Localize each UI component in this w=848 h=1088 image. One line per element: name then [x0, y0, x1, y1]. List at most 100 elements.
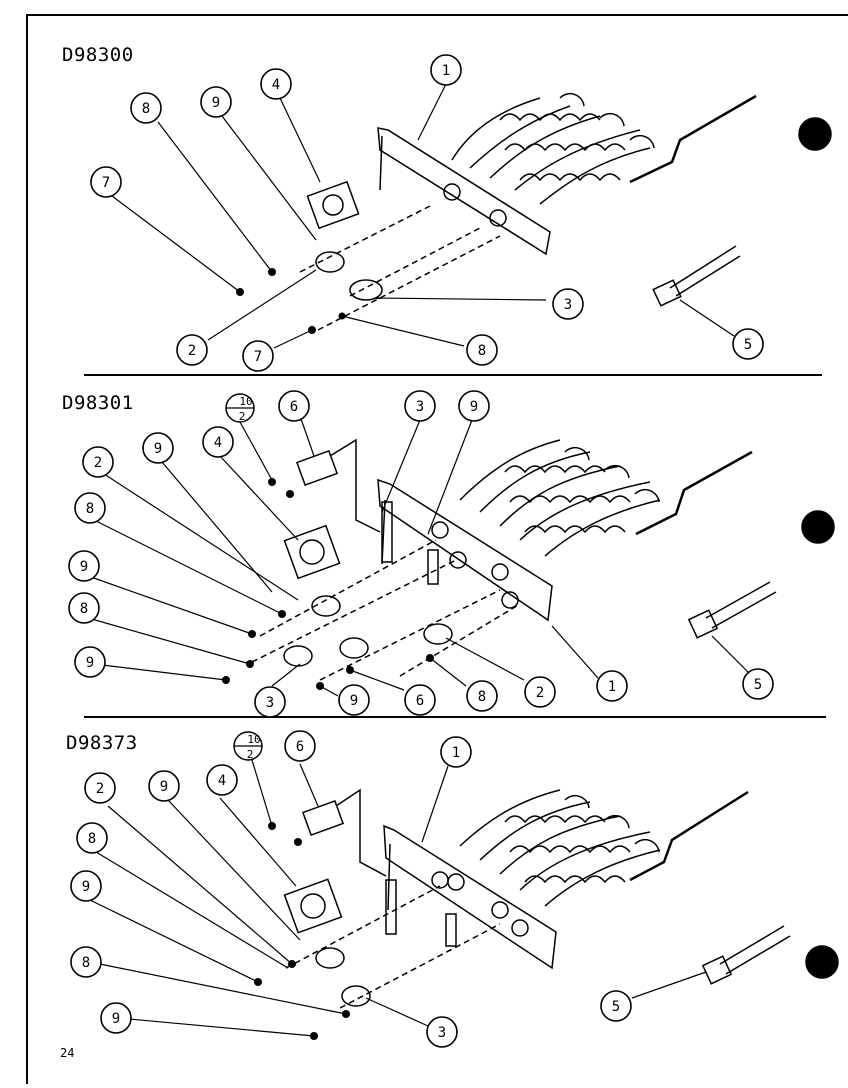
callout-number: 5: [744, 337, 752, 353]
callout-9: 9: [100, 1002, 132, 1034]
callout-5: 5: [732, 328, 764, 360]
callout-number: 8: [88, 831, 96, 847]
callout-1: 1: [430, 54, 462, 86]
punch-hole: [801, 510, 835, 544]
fraction-denominator: 2: [239, 410, 246, 423]
callout-3: 3: [254, 686, 286, 718]
callout-number: 5: [754, 677, 762, 693]
callout-5: 5: [600, 990, 632, 1022]
callout-number: 8: [478, 689, 486, 705]
callout-2: 2: [82, 446, 114, 478]
callout-number: 8: [82, 955, 90, 971]
fraction-numerator: 10: [239, 395, 252, 408]
callout-6: 6: [278, 390, 310, 422]
callout-7: 7: [90, 166, 122, 198]
callout-number: 9: [350, 693, 358, 709]
model-label-d98300: D98300: [62, 44, 134, 66]
fraction-callout-s3: 10 2: [233, 731, 273, 827]
punch-hole: [798, 117, 832, 151]
callout-1: 1: [596, 670, 628, 702]
callout-number: 4: [214, 435, 222, 451]
fasteners: [222, 268, 434, 1040]
callout-1: 1: [440, 736, 472, 768]
callout-number: 8: [80, 601, 88, 617]
callout-number: 9: [470, 399, 478, 415]
leader-lines: [87, 83, 749, 1037]
callout-number: 1: [608, 679, 616, 695]
fraction-numerator: 10: [247, 733, 260, 746]
callout-8: 8: [130, 92, 162, 124]
callout-number: 8: [86, 501, 94, 517]
heater-assembly-3: [283, 788, 791, 1009]
callout-9: 9: [148, 770, 180, 802]
callout-8: 8: [466, 680, 498, 712]
callout-number: 8: [142, 101, 150, 117]
callout-number: 8: [478, 343, 486, 359]
callout-9: 9: [200, 86, 232, 118]
callout-number: 7: [102, 175, 110, 191]
callout-2: 2: [176, 334, 208, 366]
callout-number: 9: [212, 95, 220, 111]
callout-number: 3: [266, 695, 274, 711]
callout-8: 8: [466, 334, 498, 366]
callout-number: 2: [536, 685, 544, 701]
callout-number: 6: [296, 739, 304, 755]
callout-9: 9: [458, 390, 490, 422]
model-label-d98373: D98373: [66, 732, 138, 754]
callout-number: 3: [564, 297, 572, 313]
callout-8: 8: [70, 946, 102, 978]
callout-6: 6: [284, 730, 316, 762]
callout-3: 3: [552, 288, 584, 320]
sheet-border: [26, 14, 848, 1084]
callout-number: 4: [272, 77, 280, 93]
callout-6: 6: [404, 684, 436, 716]
callout-number: 9: [86, 655, 94, 671]
callout-number: 1: [452, 745, 460, 761]
heater-assembly-2: [251, 438, 777, 681]
callout-number: 1: [442, 63, 450, 79]
page-number: 24: [60, 1046, 75, 1060]
callout-9: 9: [70, 870, 102, 902]
fraction-denominator: 2: [247, 748, 254, 761]
callout-4: 4: [260, 68, 292, 100]
callout-number: 9: [80, 559, 88, 575]
callout-2: 2: [524, 676, 556, 708]
heater-assembly-1: [299, 92, 757, 331]
callout-number: 9: [112, 1011, 120, 1027]
callout-number: 2: [96, 781, 104, 797]
fraction-callout-s2: 10 2: [225, 393, 273, 481]
callout-number: 6: [290, 399, 298, 415]
callout-number: 9: [82, 879, 90, 895]
section-divider-2: [84, 716, 826, 718]
callout-7: 7: [242, 340, 274, 372]
callout-4: 4: [202, 426, 234, 458]
callout-number: 3: [438, 1025, 446, 1041]
callout-5: 5: [742, 668, 774, 700]
callout-9: 9: [68, 550, 100, 582]
model-label-d98301: D98301: [62, 392, 134, 414]
callout-9: 9: [74, 646, 106, 678]
callout-number: 7: [254, 349, 262, 365]
callout-8: 8: [76, 822, 108, 854]
punch-hole: [805, 945, 839, 979]
callout-9: 9: [338, 684, 370, 716]
callout-number: 9: [160, 779, 168, 795]
callout-number: 2: [94, 455, 102, 471]
callout-3: 3: [404, 390, 436, 422]
callout-9: 9: [142, 432, 174, 464]
callout-number: 9: [154, 441, 162, 457]
callout-number: 4: [218, 773, 226, 789]
section-divider-1: [84, 374, 822, 376]
callout-number: 5: [612, 999, 620, 1015]
callout-8: 8: [68, 592, 100, 624]
callout-number: 3: [416, 399, 424, 415]
callout-3: 3: [426, 1016, 458, 1048]
mounting-plate: [377, 127, 551, 256]
mounting-plate: [377, 478, 553, 622]
callout-4: 4: [206, 764, 238, 796]
callout-2: 2: [84, 772, 116, 804]
callout-number: 6: [416, 693, 424, 709]
callout-number: 2: [188, 343, 196, 359]
